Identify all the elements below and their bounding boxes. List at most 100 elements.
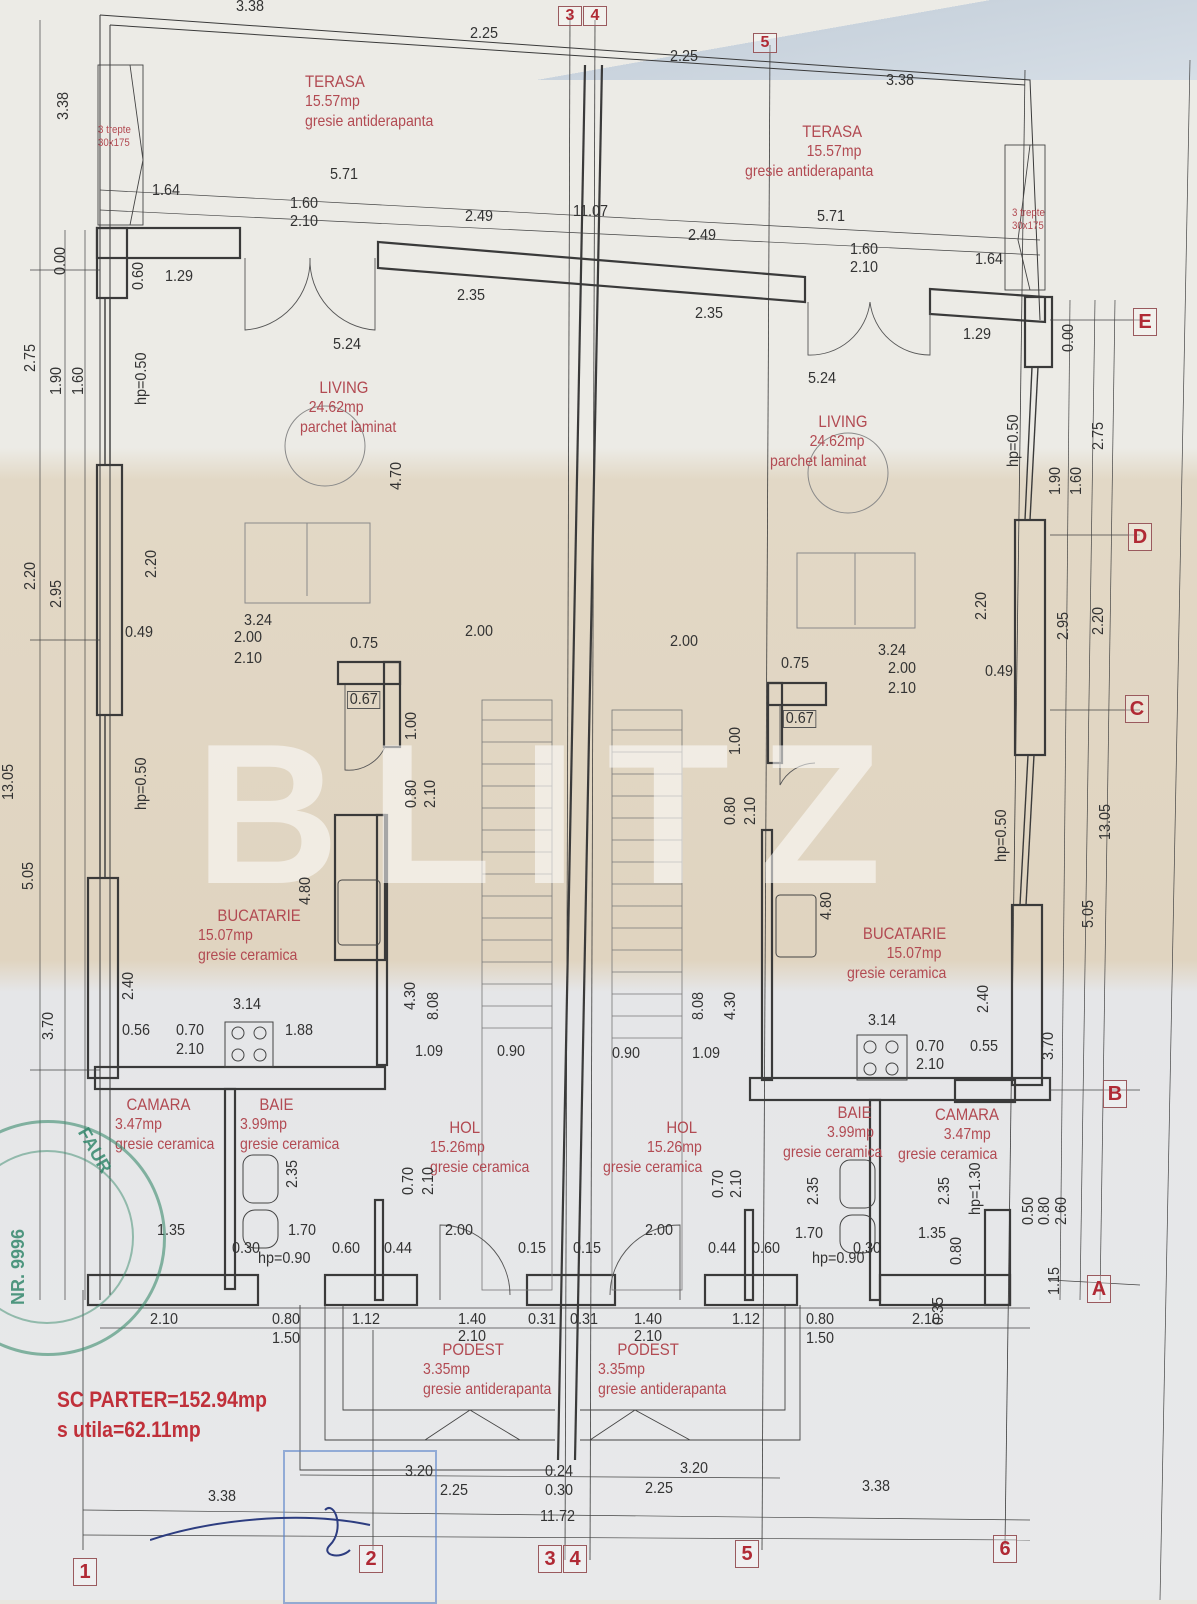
dim-text: 13.05 bbox=[0, 763, 17, 800]
dim-text: 2.20 bbox=[973, 591, 990, 620]
dim-text: 4.70 bbox=[388, 461, 405, 490]
dim-text: 0.90 bbox=[612, 1045, 641, 1062]
dim-text: 2.25 bbox=[470, 25, 499, 42]
dim-text: 5.05 bbox=[1080, 899, 1097, 928]
dim-text: 1.50 bbox=[272, 1330, 301, 1347]
dim-text: 0.15 bbox=[518, 1240, 547, 1257]
useful-area: s utila=62.11mp bbox=[57, 1417, 201, 1442]
dim-text: 4.30 bbox=[722, 991, 739, 1020]
dim-text: 2.00 bbox=[234, 629, 263, 646]
axis-marker-3: 3 bbox=[538, 1545, 562, 1573]
dim-text: 2.25 bbox=[670, 48, 699, 65]
dim-text: 1.09 bbox=[692, 1045, 721, 1062]
dim-text: 2.00 bbox=[445, 1222, 474, 1239]
axis-marker-D: D bbox=[1128, 523, 1152, 551]
dim-text: 1.60 bbox=[1068, 466, 1085, 495]
dim-text: 2.40 bbox=[120, 971, 137, 1000]
dim-text: 1.40 bbox=[458, 1311, 487, 1328]
stamp-number: NR. 9996 bbox=[8, 1228, 28, 1305]
dim-text: 2.95 bbox=[48, 579, 65, 608]
dim-text: 0.75 bbox=[781, 655, 810, 672]
dim-text: 0.31 bbox=[570, 1311, 599, 1328]
dim-text: 0.80 bbox=[1036, 1196, 1053, 1225]
dim-text: 1.88 bbox=[285, 1022, 314, 1039]
dim-text: 0.00 bbox=[52, 246, 69, 275]
axis-marker-4: 4 bbox=[563, 1545, 587, 1573]
dim-text: 5.71 bbox=[817, 208, 846, 225]
room-label-podest-left: PODEST 3.35mp gresie antiderapanta bbox=[423, 1340, 552, 1398]
axis-marker-B: B bbox=[1103, 1080, 1127, 1108]
dim-text: hp=0.50 bbox=[133, 352, 150, 405]
axis-marker-3-top: 3 bbox=[558, 6, 582, 26]
dim-text: 1.90 bbox=[48, 366, 65, 395]
dim-text: 0.60 bbox=[752, 1240, 781, 1257]
dim-text: 3.24 bbox=[244, 612, 273, 629]
room-label-hol-left: HOL 15.26mp gresie ceramica bbox=[430, 1118, 530, 1176]
dim-text: 2.10 bbox=[458, 1328, 487, 1345]
dim-text: 2.35 bbox=[284, 1159, 301, 1188]
dim-text: 0.67 bbox=[783, 710, 817, 728]
dim-text: 2.10 bbox=[234, 650, 263, 667]
dim-text: 0.30 bbox=[232, 1240, 261, 1257]
total-area: SC PARTER=152.94mp bbox=[57, 1387, 268, 1412]
dim-text: 0.44 bbox=[384, 1240, 413, 1257]
dim-text: 3.70 bbox=[40, 1011, 57, 1040]
watermark-text: BLITZ bbox=[195, 703, 912, 926]
room-label-living-left: LIVING 24.62mp parchet laminat bbox=[300, 378, 397, 436]
dim-text: 2.75 bbox=[1090, 421, 1107, 450]
axis-marker-1: 1 bbox=[73, 1558, 97, 1586]
dim-text: hp=0.50 bbox=[993, 809, 1010, 862]
axis-marker-6: 6 bbox=[993, 1535, 1017, 1563]
room-label-podest-right: PODEST 3.35mp gresie antiderapanta bbox=[598, 1340, 727, 1398]
dim-text: 0.60 bbox=[130, 261, 147, 290]
dim-text: 2.25 bbox=[645, 1480, 674, 1497]
dim-text: 2.20 bbox=[22, 561, 39, 590]
steps-note-right: 3 trepte 30x175 bbox=[1012, 207, 1045, 232]
dim-text: 1.35 bbox=[918, 1225, 947, 1242]
room-label-camara-left: CAMARA 3.47mp gresie ceramica bbox=[115, 1095, 215, 1153]
dim-text: 3.70 bbox=[1040, 1031, 1057, 1060]
axis-marker-4-top: 4 bbox=[583, 6, 607, 26]
dim-text: 1.00 bbox=[727, 726, 744, 755]
dim-text: 1.00 bbox=[403, 711, 420, 740]
dim-text: 4.30 bbox=[402, 981, 419, 1010]
dim-text: 3.38 bbox=[55, 91, 72, 120]
dim-text: 3.24 bbox=[878, 642, 907, 659]
dim-text: 1.64 bbox=[975, 251, 1004, 268]
dim-text: 2.10 bbox=[742, 796, 759, 825]
dim-text: 1.09 bbox=[415, 1043, 444, 1060]
dim-text: 1.60 bbox=[850, 241, 879, 258]
dim-text: 1.29 bbox=[165, 268, 194, 285]
dim-text: 0.55 bbox=[970, 1038, 999, 1055]
dim-text: 2.10 bbox=[728, 1169, 745, 1198]
dim-text: 3.14 bbox=[868, 1012, 897, 1029]
dim-text: 0.70 bbox=[176, 1022, 205, 1039]
room-label-hol-right: HOL 15.26mp gresie ceramica bbox=[603, 1118, 703, 1176]
dim-text: 0.70 bbox=[916, 1038, 945, 1055]
dim-text: 1.50 bbox=[806, 1330, 835, 1347]
dim-text: 3.38 bbox=[236, 0, 265, 15]
dim-text: hp=0.90 bbox=[258, 1250, 311, 1267]
dim-text: 0.80 bbox=[272, 1311, 301, 1328]
room-label-bucatarie-right: BUCATARIE 15.07mp gresie ceramica bbox=[847, 924, 947, 982]
axis-marker-2: 2 bbox=[359, 1545, 383, 1573]
dim-text: 0.90 bbox=[497, 1043, 526, 1060]
dim-text: 2.95 bbox=[1055, 611, 1072, 640]
room-label-living-right: LIVING 24.62mp parchet laminat bbox=[770, 412, 868, 470]
dim-text: 4.80 bbox=[818, 891, 835, 920]
dim-text: 0.70 bbox=[400, 1166, 417, 1195]
dim-text: 4.80 bbox=[297, 876, 314, 905]
dim-text: hp=1.30 bbox=[967, 1162, 984, 1215]
room-label-baie-left: BAIE 3.99mp gresie ceramica bbox=[240, 1095, 340, 1153]
dim-text: 1.40 bbox=[634, 1311, 663, 1328]
dim-text: 2.10 bbox=[290, 213, 319, 230]
dim-text: 3.38 bbox=[862, 1478, 891, 1495]
room-label-bucatarie-left: BUCATARIE 15.07mp gresie ceramica bbox=[198, 906, 301, 964]
dim-text: 1.64 bbox=[152, 182, 181, 199]
dim-text: 5.24 bbox=[808, 370, 837, 387]
dim-text: 5.24 bbox=[333, 336, 362, 353]
dim-text: 2.10 bbox=[888, 680, 917, 697]
dim-text: 5.05 bbox=[20, 861, 37, 890]
dim-text: 0.67 bbox=[347, 691, 381, 709]
dim-text: 2.10 bbox=[850, 259, 879, 276]
